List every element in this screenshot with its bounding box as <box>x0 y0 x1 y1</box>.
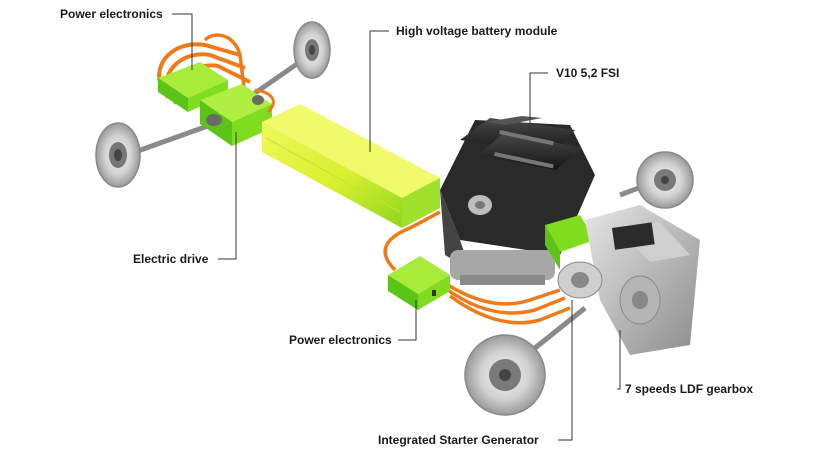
leader-engine <box>530 73 548 130</box>
label-starter-generator: Integrated Starter Generator <box>378 433 539 447</box>
leader-electric-drive <box>218 132 236 259</box>
battery-module <box>262 104 440 228</box>
front-left-wheel-disc <box>96 123 140 187</box>
label-power-electronics-bottom: Power electronics <box>289 333 392 347</box>
starter-generator <box>558 262 602 298</box>
label-electric-drive: Electric drive <box>133 252 208 266</box>
leader-battery <box>370 31 389 152</box>
rear-right-wheel-disc <box>637 152 693 208</box>
v10-engine <box>440 116 595 285</box>
label-high-voltage-battery: High voltage battery module <box>396 24 557 38</box>
label-engine: V10 5,2 FSI <box>556 66 619 80</box>
rear-left-wheel-disc <box>465 335 545 415</box>
label-gearbox: 7 speeds LDF gearbox <box>625 382 753 396</box>
label-power-electronics-top: Power electronics <box>60 7 163 21</box>
leader-gearbox <box>617 330 620 389</box>
front-right-wheel-disc <box>294 22 330 78</box>
